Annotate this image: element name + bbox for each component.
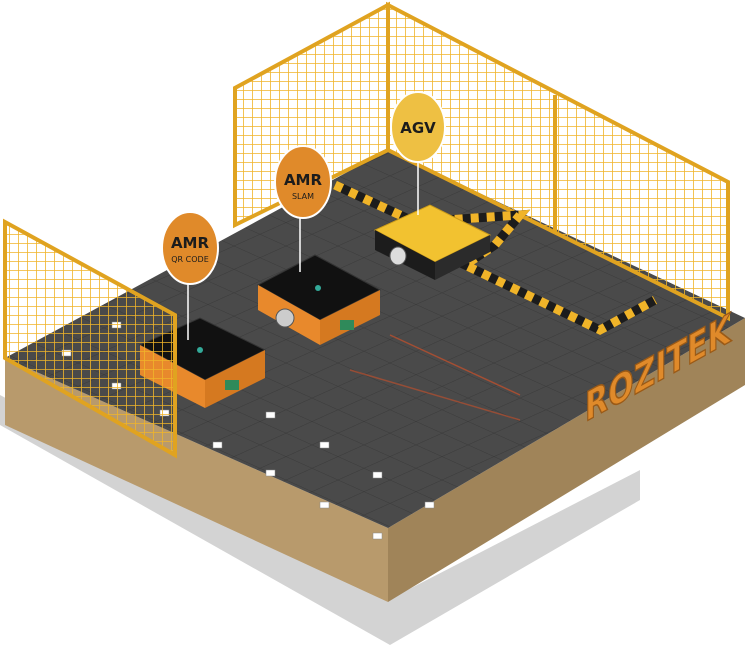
- sign-subtitle: QR CODE: [171, 255, 209, 264]
- fence-front-left: [3, 218, 177, 459]
- laser-line: [349, 369, 521, 421]
- sign-subtitle: SLAM: [292, 192, 314, 201]
- fence-back-right: [386, 1, 730, 322]
- sign-title: AGV: [400, 119, 436, 137]
- amr-slam-robot: [256, 205, 382, 345]
- sign-amr-qr-code: AMR QR CODE: [161, 211, 219, 285]
- sign-title: AMR: [284, 171, 323, 189]
- sign-amr-slam: AMR SLAM: [274, 145, 332, 219]
- ground-shadow: [0, 395, 640, 645]
- laser-line: [389, 334, 521, 396]
- base-right-face: [388, 318, 745, 602]
- sign-agv: AGV: [390, 91, 446, 163]
- base-left-face: [5, 358, 388, 602]
- floor: [5, 150, 745, 528]
- sign-title: AMR: [171, 234, 210, 252]
